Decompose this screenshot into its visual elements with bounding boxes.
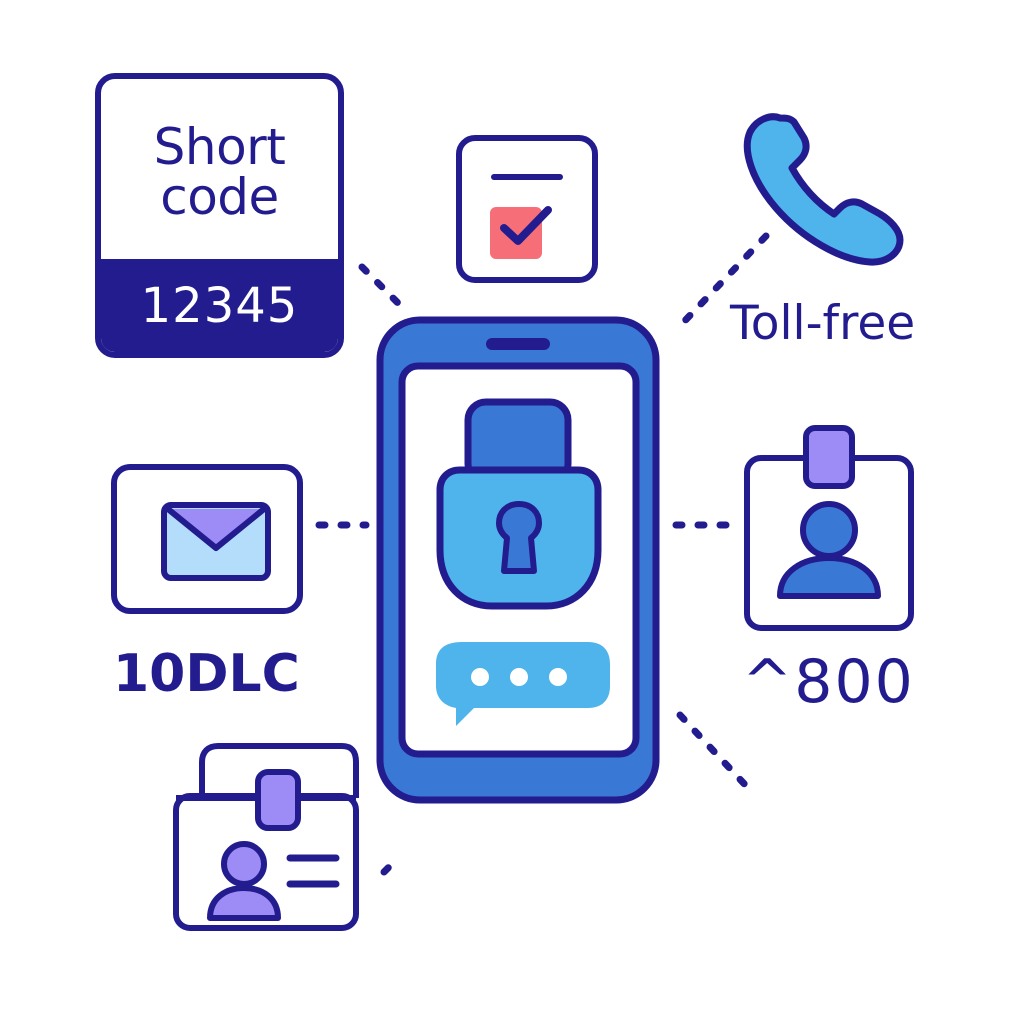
connector-lower-right <box>676 711 754 794</box>
connector-toll-free <box>672 232 770 334</box>
smartphone <box>376 316 660 804</box>
800-label: ^800 <box>742 647 915 717</box>
connector-short-code <box>358 263 404 309</box>
envelope-icon <box>111 464 303 614</box>
toll-free-label: Toll-free <box>730 296 916 351</box>
short-code-title-line1: Short <box>153 118 286 176</box>
keyhole-icon <box>496 501 542 574</box>
short-code-title-line2: code <box>160 168 279 226</box>
checkbox-form-icon <box>456 135 598 283</box>
phone-handset-icon <box>743 113 904 266</box>
10dlc-label: 10DLC <box>113 644 300 704</box>
short-code-number: 12345 <box>101 259 338 352</box>
id-badge-icon <box>744 425 914 631</box>
phone-speaker <box>486 338 550 350</box>
short-code-card: Short code 12345 <box>95 73 344 358</box>
chat-bubble-icon <box>436 642 610 726</box>
connector-identity <box>380 862 394 876</box>
short-code-title: Short code <box>101 79 338 265</box>
id-card-icon <box>173 743 359 931</box>
lock-icon <box>436 398 602 610</box>
